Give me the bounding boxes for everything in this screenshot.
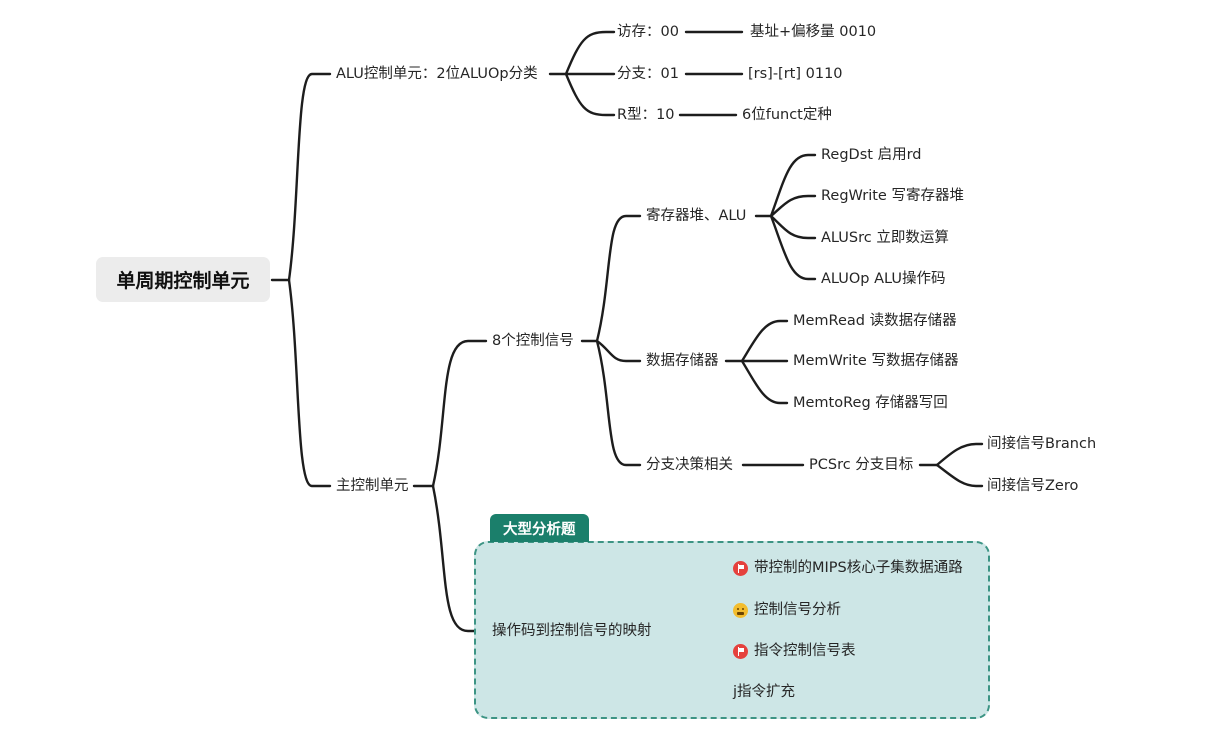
topic-pcsrc[interactable]: PCSrc 分支目标 xyxy=(809,457,914,473)
topic-alu-control[interactable]: ALU控制单元：2位ALUOp分类 xyxy=(336,66,538,82)
topic-branch-signal[interactable]: 间接信号Branch xyxy=(987,436,1097,452)
root-topic[interactable]: 单周期控制单元 xyxy=(96,257,270,302)
topic-r-type[interactable]: R型：10 xyxy=(617,107,675,123)
topic-memtoreg[interactable]: MemtoReg 存储器写回 xyxy=(793,395,948,411)
topic-memwrite[interactable]: MemWrite 写数据存储器 xyxy=(793,353,959,369)
red-flag-icon xyxy=(733,644,748,659)
topic-signal-table[interactable]: 指令控制信号表 xyxy=(754,643,856,659)
topic-branch-decision[interactable]: 分支决策相关 xyxy=(646,457,733,473)
topic-main-control[interactable]: 主控制单元 xyxy=(336,478,409,494)
red-flag-icon xyxy=(733,561,748,576)
boundary-tag[interactable]: 大型分析题 xyxy=(490,514,589,542)
topic-opcode-mapping[interactable]: 操作码到控制信号的映射 xyxy=(492,623,652,639)
topic-alusrc[interactable]: ALUSrc 立即数运算 xyxy=(821,230,949,246)
topic-branch-op[interactable]: 分支：01 xyxy=(617,66,679,82)
topic-branch-op-detail[interactable]: [rs]-[rt] 0110 xyxy=(748,66,843,82)
topic-regwrite[interactable]: RegWrite 写寄存器堆 xyxy=(821,188,964,204)
topic-signal-analysis[interactable]: 控制信号分析 xyxy=(754,602,841,618)
topic-r-type-detail[interactable]: 6位funct定种 xyxy=(742,107,832,123)
topic-regfile-alu[interactable]: 寄存器堆、ALU xyxy=(646,208,747,224)
topic-mips-datapath[interactable]: 带控制的MIPS核心子集数据通路 xyxy=(754,560,963,576)
topic-eight-signals[interactable]: 8个控制信号 xyxy=(492,333,574,349)
topic-data-memory[interactable]: 数据存储器 xyxy=(646,353,719,369)
topic-j-extension[interactable]: j指令扩充 xyxy=(733,684,796,700)
analysis-boundary xyxy=(474,541,990,719)
topic-regdst[interactable]: RegDst 启用rd xyxy=(821,147,922,163)
topic-mem-access[interactable]: 访存：00 xyxy=(617,24,679,40)
topic-memread[interactable]: MemRead 读数据存储器 xyxy=(793,313,957,329)
topic-zero-signal[interactable]: 间接信号Zero xyxy=(987,478,1079,494)
topic-mem-access-detail[interactable]: 基址+偏移量 0010 xyxy=(750,24,877,40)
topic-aluop[interactable]: ALUOp ALU操作码 xyxy=(821,271,946,287)
grinning-face-icon xyxy=(733,603,748,618)
